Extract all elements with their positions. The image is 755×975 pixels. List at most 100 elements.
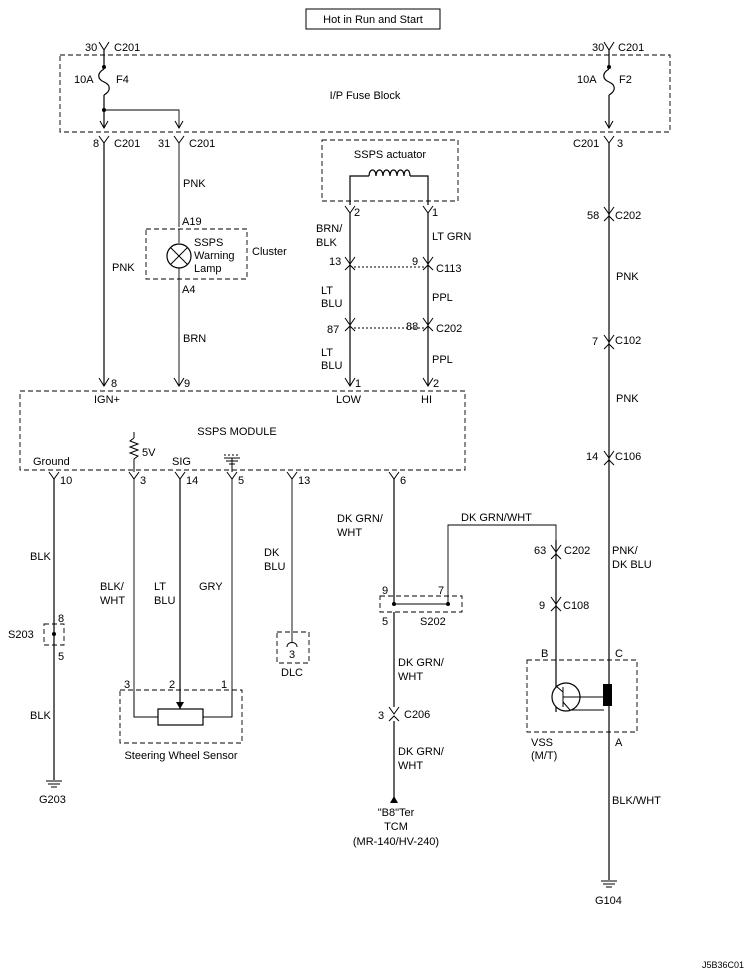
- f4-fuse-symbol: [98, 68, 110, 96]
- lamp-label-1: SSPS: [194, 237, 223, 249]
- wire-label-blk-wht-2: WHT: [100, 595, 125, 607]
- module-label-ign: IGN+: [94, 394, 120, 406]
- module-pin-6: 6: [400, 475, 406, 487]
- wire-label-lt-blu-b1: LT: [321, 347, 333, 359]
- c202c-pin: 63: [534, 545, 546, 557]
- wire-label-dk-blu-2: BLU: [264, 561, 285, 573]
- dlc-connector-icon: [286, 642, 298, 648]
- sensor-wiper-arrow: [176, 702, 184, 709]
- c202b-mark: [603, 206, 615, 222]
- module-pin-10: 10: [60, 475, 72, 487]
- f4-out-a-pin: 8: [93, 138, 99, 150]
- c202c-name: C202: [564, 545, 590, 557]
- wire-label-gry: GRY: [199, 581, 223, 593]
- wire-label-lt-grn: LT GRN: [432, 231, 471, 243]
- vss-outline: [526, 659, 638, 733]
- c108-name: C108: [563, 600, 589, 612]
- wire-label-lt-blu-sig-2: BLU: [154, 595, 175, 607]
- c202a-pin-right: 88: [406, 321, 418, 333]
- fuse-block-outline: [59, 54, 671, 133]
- wire-label-pnk-dkblu-2: DK BLU: [612, 559, 652, 571]
- pin14-mark: [174, 471, 186, 480]
- wire-label-dkgrn-wht-a2: WHT: [337, 527, 362, 539]
- wire-label-pnk-main: PNK: [112, 262, 135, 274]
- ssps-module-label: SSPS MODULE: [197, 426, 276, 438]
- ign-pin-mark: [98, 377, 110, 387]
- title-box: [305, 8, 441, 30]
- module-label-ground: Ground: [33, 456, 70, 468]
- c102-name: C102: [615, 335, 641, 347]
- module-label-low: LOW: [336, 394, 362, 406]
- c202a-name: C202: [436, 323, 462, 335]
- f4-branch-wire: [104, 109, 180, 128]
- module-pin-low: 1: [355, 378, 361, 390]
- f2-out-mark: [603, 135, 615, 144]
- c202a-pin-left: 87: [327, 324, 339, 336]
- splice-s203-pin-bottom: 5: [58, 651, 64, 663]
- c108-pin: 9: [539, 600, 545, 612]
- f4-out-b-pin: 31: [158, 138, 170, 150]
- ground-g203-label: G203: [39, 794, 66, 806]
- actuator-outline: [321, 139, 459, 202]
- c202c-mark: [550, 544, 562, 560]
- pin10-mark: [48, 471, 60, 480]
- pin13-mark: [286, 471, 298, 480]
- f2-name: F2: [619, 74, 632, 86]
- wire-label-dkgrn-wht-c1: DK GRN/: [398, 746, 445, 758]
- c113-name: C113: [436, 263, 461, 275]
- vss-sensor-element: [603, 684, 612, 706]
- ground-g104-icon: [601, 880, 617, 888]
- actuator-pin-right: 1: [432, 207, 438, 219]
- sensor-pin-3: 1: [221, 679, 227, 691]
- tcm-arrow-icon: [390, 796, 398, 803]
- f4-arrow-b: [174, 120, 184, 130]
- wire-label-dkgrn-wht-a1: DK GRN/: [337, 513, 384, 525]
- f2-conn-mark: [603, 41, 615, 51]
- lamp-label-3: Lamp: [194, 263, 222, 275]
- pin5-mark: [226, 471, 238, 480]
- f4-out-a-conn: C201: [114, 138, 140, 150]
- wire-label-brn: BRN: [183, 333, 206, 345]
- wire-label-dk-blu-1: DK: [264, 547, 280, 559]
- c113-pin-left: 13: [329, 256, 341, 268]
- splice-s202-pin-right-top: 7: [438, 585, 444, 597]
- dlc-label: DLC: [281, 667, 303, 679]
- tcm-label-2: TCM: [384, 821, 408, 833]
- splice-s202-pin-left-bottom: 5: [382, 616, 388, 628]
- vss-pin-a: A: [615, 737, 623, 749]
- dlc-outline: [276, 631, 310, 664]
- c102-pin: 7: [592, 336, 598, 348]
- wire-label-pnk-dkblu-1: PNK/: [612, 545, 639, 557]
- f4-out-a-mark: [98, 135, 110, 144]
- sensor-pin-2: 2: [169, 679, 175, 691]
- sensor-pin-1: 3: [124, 679, 130, 691]
- sensor-potentiometer-icon: [157, 708, 204, 726]
- module-pin-ign: 8: [111, 378, 117, 390]
- wire-label-lt-blu-a1: LT: [321, 285, 333, 297]
- module-pin-hi: 2: [433, 378, 439, 390]
- wire-label-pnk-right-1: PNK: [616, 271, 639, 283]
- wire-label-ppl-a: PPL: [432, 292, 453, 304]
- wire-label-brn-blk-2: BLK: [316, 237, 337, 249]
- cluster-outline: [145, 228, 248, 280]
- sensor-loop-wire: [133, 690, 233, 718]
- actuator-label: SSPS actuator: [354, 149, 426, 161]
- wire-label-lt-blu-b2: BLU: [321, 360, 342, 372]
- c108-mark: [550, 596, 562, 612]
- wire-label-blk-2: BLK: [30, 710, 51, 722]
- splice-s202-outline: [379, 595, 463, 613]
- actuator-coil-icon: [368, 169, 411, 177]
- wire-label-blk-wht-r: BLK/WHT: [612, 795, 661, 807]
- module-pin-3: 3: [140, 475, 146, 487]
- wire-label-pnk-cluster: PNK: [183, 178, 206, 190]
- f4-pin-in: 30: [85, 42, 97, 54]
- hi-pin-mark: [422, 377, 434, 387]
- cluster-pin-top: A19: [182, 216, 202, 228]
- module-pin-14: 14: [186, 475, 198, 487]
- c113-pin-right: 9: [412, 256, 418, 268]
- fuse-block-label: I/P Fuse Block: [330, 90, 401, 102]
- vss-label-2: (M/T): [531, 750, 557, 762]
- ground-g104-label: G104: [595, 895, 622, 907]
- sensor-outline: [119, 689, 243, 744]
- wire-label-lt-blu-sig-1: LT: [154, 581, 166, 593]
